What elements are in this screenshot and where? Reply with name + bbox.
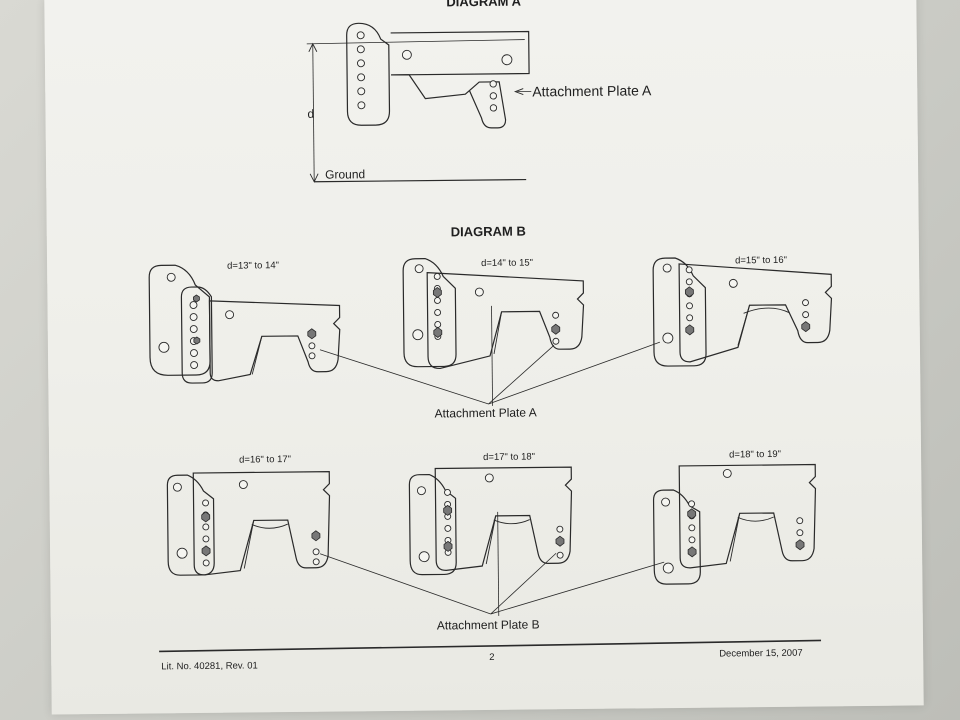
config-17-18 bbox=[408, 466, 573, 616]
diagram-a-drawing bbox=[306, 22, 532, 183]
config-16-17 bbox=[166, 471, 331, 576]
document-page: DIAGRAM A d Ground Attachment Plate A DI… bbox=[44, 0, 924, 715]
config-13-14 bbox=[148, 264, 341, 384]
config-18-19 bbox=[652, 463, 817, 585]
config-15-16 bbox=[652, 257, 833, 367]
technical-drawing bbox=[148, 22, 833, 653]
config-14-15 bbox=[402, 258, 585, 406]
